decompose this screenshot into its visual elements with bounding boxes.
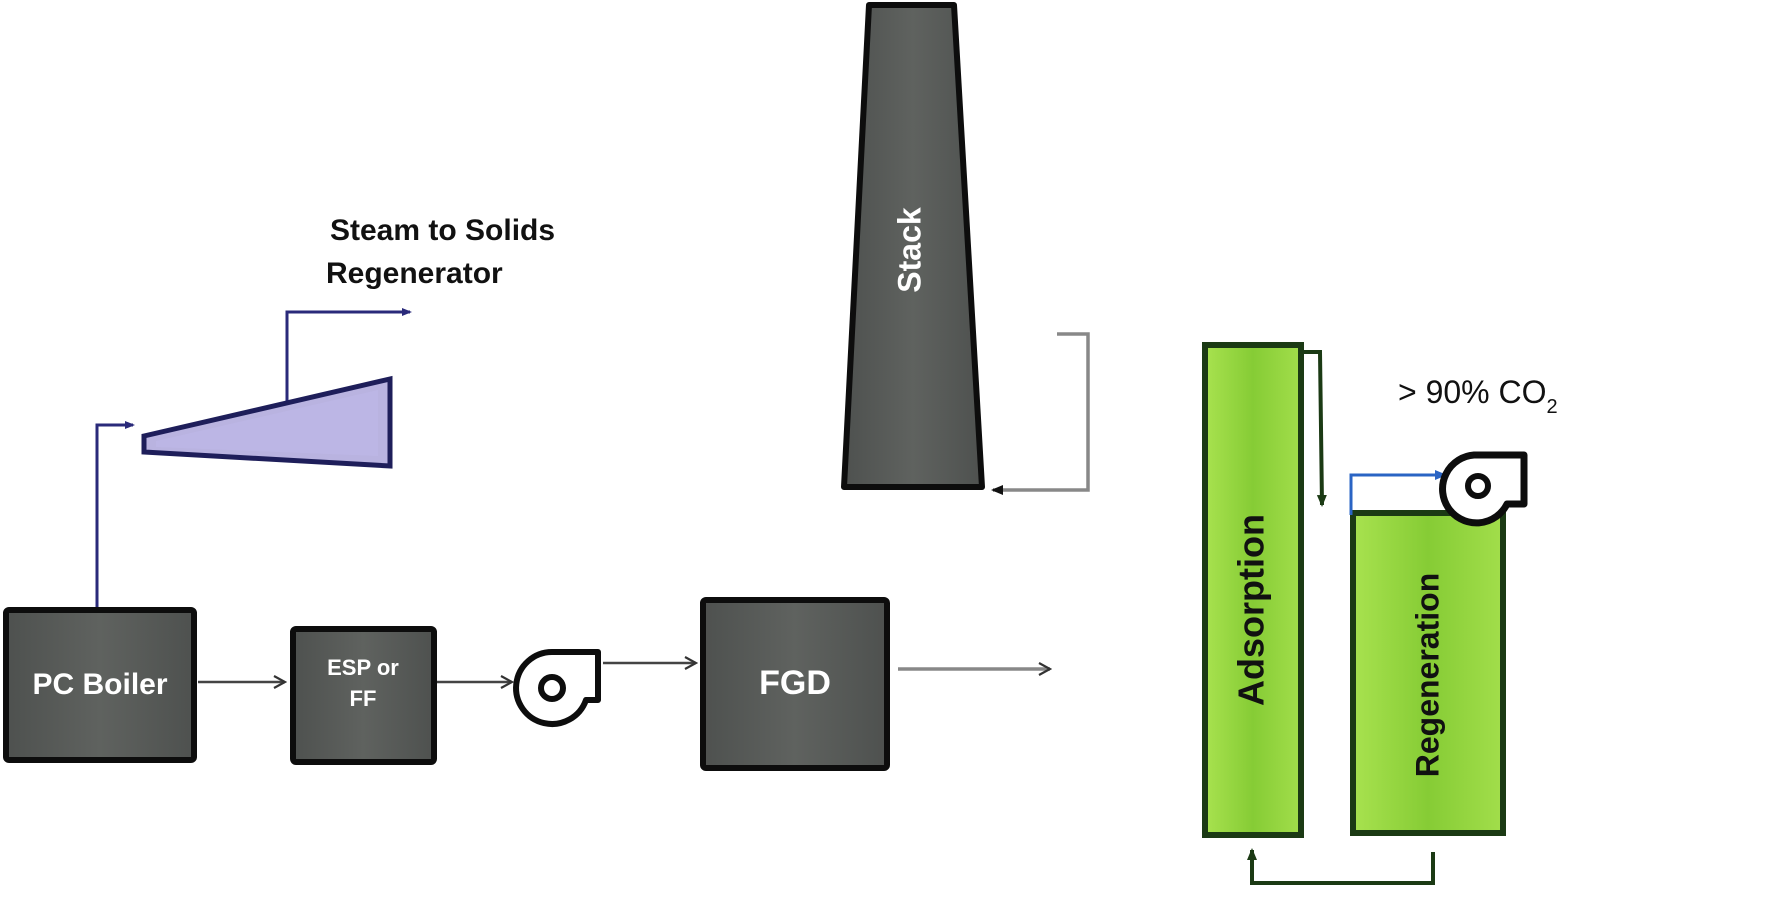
- fgd-label: FGD: [759, 664, 831, 702]
- co2-compressor-icon: [1439, 451, 1528, 527]
- esp-ff-label-line2: FF: [350, 686, 377, 711]
- pc-boiler-unit: PC Boiler: [3, 607, 197, 763]
- esp-ff-unit: ESP or FF: [290, 626, 437, 765]
- co2-subscript: 2: [1547, 396, 1558, 418]
- pc-boiler-label: PC Boiler: [32, 668, 167, 701]
- esp-ff-label-line1: ESP or: [327, 655, 399, 680]
- regeneration-label: Regeneration: [1409, 573, 1445, 777]
- adsorption-column: Adsorption: [1202, 342, 1304, 838]
- co2-purity-label: > 90% CO2: [1398, 374, 1558, 418]
- clean-gas-line-adsorption-to-stack: [991, 332, 1090, 495]
- sorbent-line-regeneration-to-adsorption: [1247, 848, 1435, 885]
- regenerator-label: Regenerator: [326, 257, 503, 290]
- regeneration-column: Regeneration: [1350, 510, 1506, 836]
- stack-unit: Stack: [841, 2, 985, 490]
- co2-purity-text: > 90% CO: [1398, 374, 1547, 410]
- co2-line-regeneration-to-compressor: [1349, 470, 1447, 515]
- fgd-unit: FGD: [700, 597, 890, 771]
- steam-line-boiler-to-turbine: [95, 421, 135, 607]
- svg-text:> 90% CO2: > 90% CO2: [1398, 374, 1558, 418]
- stack-label: Stack: [891, 207, 927, 293]
- flue-gas-blower-icon: [513, 649, 601, 727]
- steam-line-turbine-to-regenerator: [285, 308, 412, 436]
- steam-turbine: [141, 375, 393, 469]
- steam-to-solids-label: Steam to Solids: [330, 214, 555, 247]
- adsorption-label: Adsorption: [1231, 514, 1272, 706]
